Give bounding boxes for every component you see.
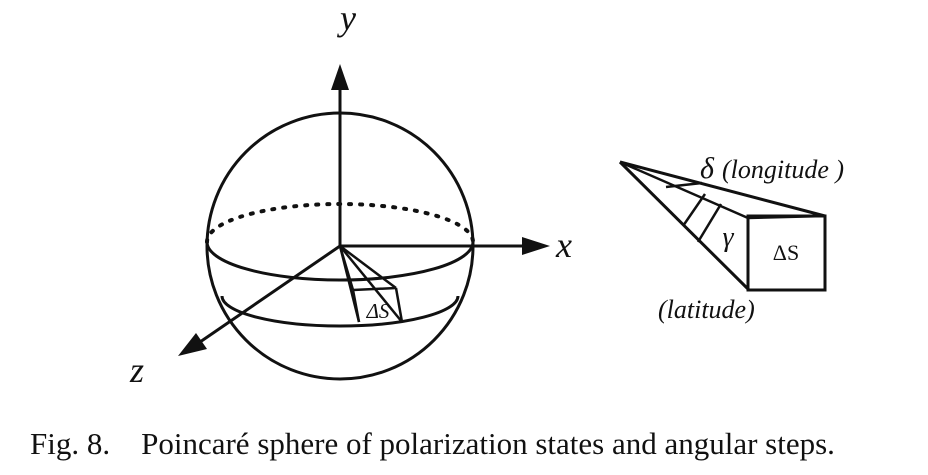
delta-s-sphere-label: ΔS [366, 299, 390, 323]
patch-ray-3 [338, 245, 355, 291]
longitude-label: (longitude ) [722, 155, 844, 184]
figure-number: Fig. 8. [30, 426, 111, 461]
x-axis-arrowhead [522, 237, 550, 255]
latitude-ring [220, 295, 460, 328]
latitude-label: (latitude) [658, 295, 755, 324]
pyramid-edge-inner [619, 160, 749, 220]
z-axis-arrowhead [178, 333, 207, 356]
y-axis-label: y [337, 0, 356, 38]
patch-edge-top [352, 286, 397, 292]
patch-ray-2 [339, 245, 403, 323]
equator-front [205, 241, 475, 282]
z-axis-line [199, 244, 341, 344]
figure-caption-text: Poincaré sphere of polarization states a… [141, 426, 835, 461]
longitude-arc-tick [665, 181, 703, 189]
axes [178, 64, 550, 356]
gamma-label: γ [722, 222, 734, 253]
y-axis-arrowhead [331, 64, 349, 90]
z-axis-label: z [129, 350, 144, 390]
delta-s-box-label: ΔS [773, 240, 799, 265]
sphere-patch [338, 245, 404, 323]
delta-label: δ [700, 152, 715, 185]
delta-s-box [746, 214, 827, 292]
x-axis-label: x [555, 225, 572, 265]
patch-edge-left [351, 289, 361, 323]
patch-edge-right [394, 287, 404, 323]
pyramid-edge-top [619, 160, 826, 218]
figure-caption: Fig. 8. Poincaré sphere of polarization … [30, 426, 835, 462]
gamma-step-tick [696, 203, 723, 243]
latitude-step-tick [681, 193, 707, 227]
patch-ray-4 [339, 245, 397, 289]
angular-step-detail [618, 160, 827, 292]
